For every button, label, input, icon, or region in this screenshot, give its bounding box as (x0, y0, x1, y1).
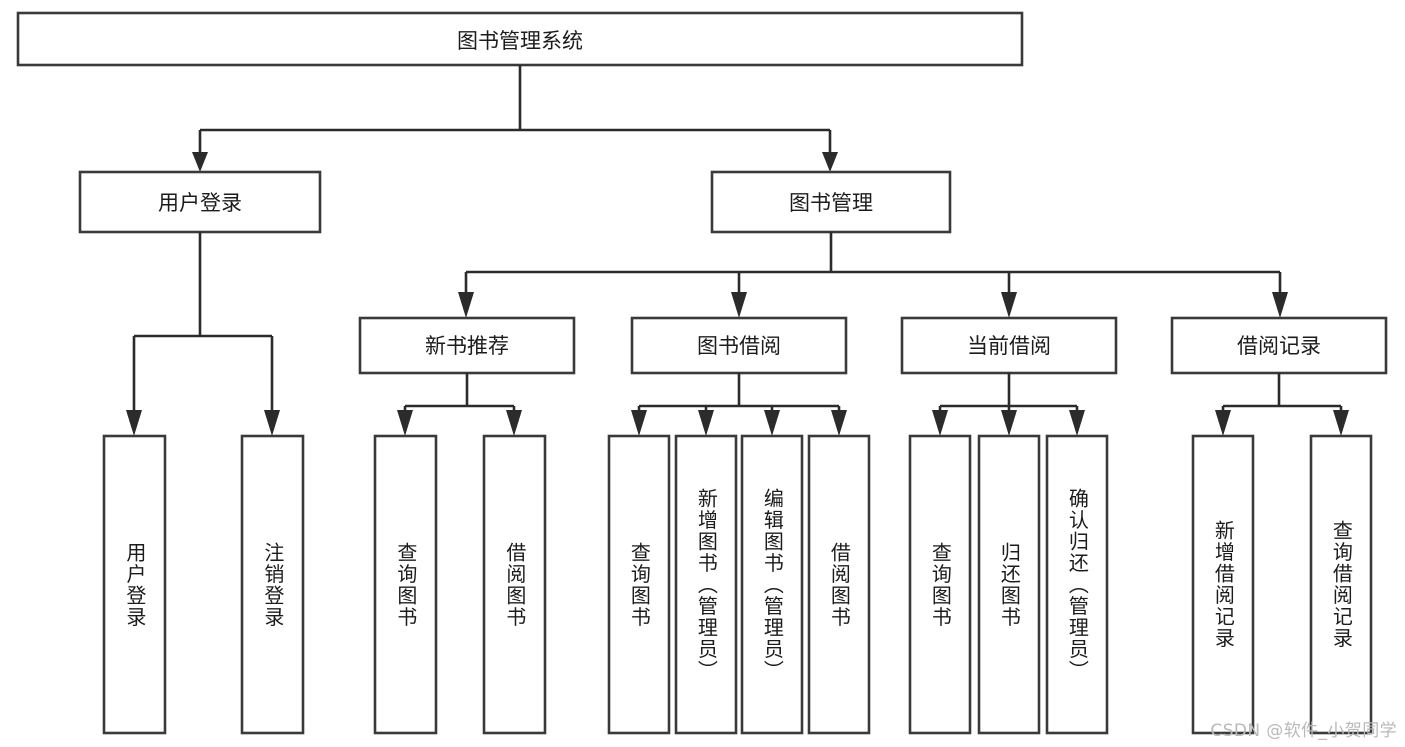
node-user-login-label: 用户登录 (158, 191, 242, 215)
leaf-box-current-borrow-3[interactable] (1045, 434, 1109, 735)
node-book-management-label: 图书管理 (789, 191, 873, 215)
arrowhead-book-borrow-leaf-1 (631, 410, 647, 436)
node-borrow-record-label: 借阅记录 (1237, 334, 1321, 358)
arrowhead-user-login-leaf-1 (126, 410, 142, 436)
leaf-box-user-login-2[interactable] (240, 434, 305, 735)
node-book-borrow-label: 图书借阅 (697, 334, 781, 358)
leaf-box-user-login-1[interactable] (102, 434, 167, 735)
arrowhead-current-borrow-leaf-2 (1001, 410, 1017, 436)
node-root-label: 图书管理系统 (457, 29, 583, 53)
arrowhead-borrow-record (1272, 292, 1288, 318)
arrowhead-current-borrow-leaf-3 (1069, 410, 1085, 436)
leaf-box-book-borrow-3[interactable] (740, 434, 804, 735)
leaf-box-book-borrow-1[interactable] (607, 434, 671, 735)
node-current-borrow[interactable] (900, 316, 1118, 375)
leaf-box-current-borrow-1[interactable] (908, 434, 972, 735)
node-new-book-recommend-label: 新书推荐 (425, 334, 509, 358)
arrowhead-book-borrow-leaf-2 (698, 410, 714, 436)
leaf-box-book-borrow-2[interactable] (674, 434, 738, 735)
node-new-book-recommend[interactable] (358, 316, 576, 375)
arrowhead-borrow-record-leaf-1 (1215, 410, 1231, 436)
leaf-box-book-borrow-4[interactable] (807, 434, 871, 735)
leaf-box-borrow-record-2[interactable] (1309, 434, 1373, 735)
arrowhead-user-login-leaf-2 (264, 410, 280, 436)
node-book-borrow[interactable] (630, 316, 848, 375)
node-borrow-record[interactable] (1170, 316, 1388, 375)
arrowhead-new-book (458, 292, 474, 318)
arrowhead-book-borrow-leaf-3 (764, 410, 780, 436)
leaf-box-current-borrow-2[interactable] (977, 434, 1041, 735)
arrowhead-book-management (822, 152, 838, 172)
node-book-management[interactable] (710, 170, 952, 234)
leaf-box-new-book-1[interactable] (373, 434, 438, 735)
arrowhead-current-borrow-leaf-1 (932, 410, 948, 436)
arrowhead-borrow-record-leaf-2 (1333, 410, 1349, 436)
leaf-box-new-book-2[interactable] (482, 434, 547, 735)
arrowhead-new-book-leaf-1 (397, 410, 413, 436)
arrowhead-current-borrow (1001, 292, 1017, 318)
leaf-box-borrow-record-1[interactable] (1191, 434, 1255, 735)
arrowhead-user-login (192, 152, 208, 172)
arrowhead-book-borrow (731, 292, 747, 318)
node-root-book-management-system[interactable] (16, 11, 1024, 67)
node-current-borrow-label: 当前借阅 (967, 334, 1051, 358)
arrowhead-book-borrow-leaf-4 (831, 410, 847, 436)
arrowhead-new-book-leaf-2 (506, 410, 522, 436)
csdn-watermark: CSDN @软件_小贺同学 (1210, 721, 1397, 741)
